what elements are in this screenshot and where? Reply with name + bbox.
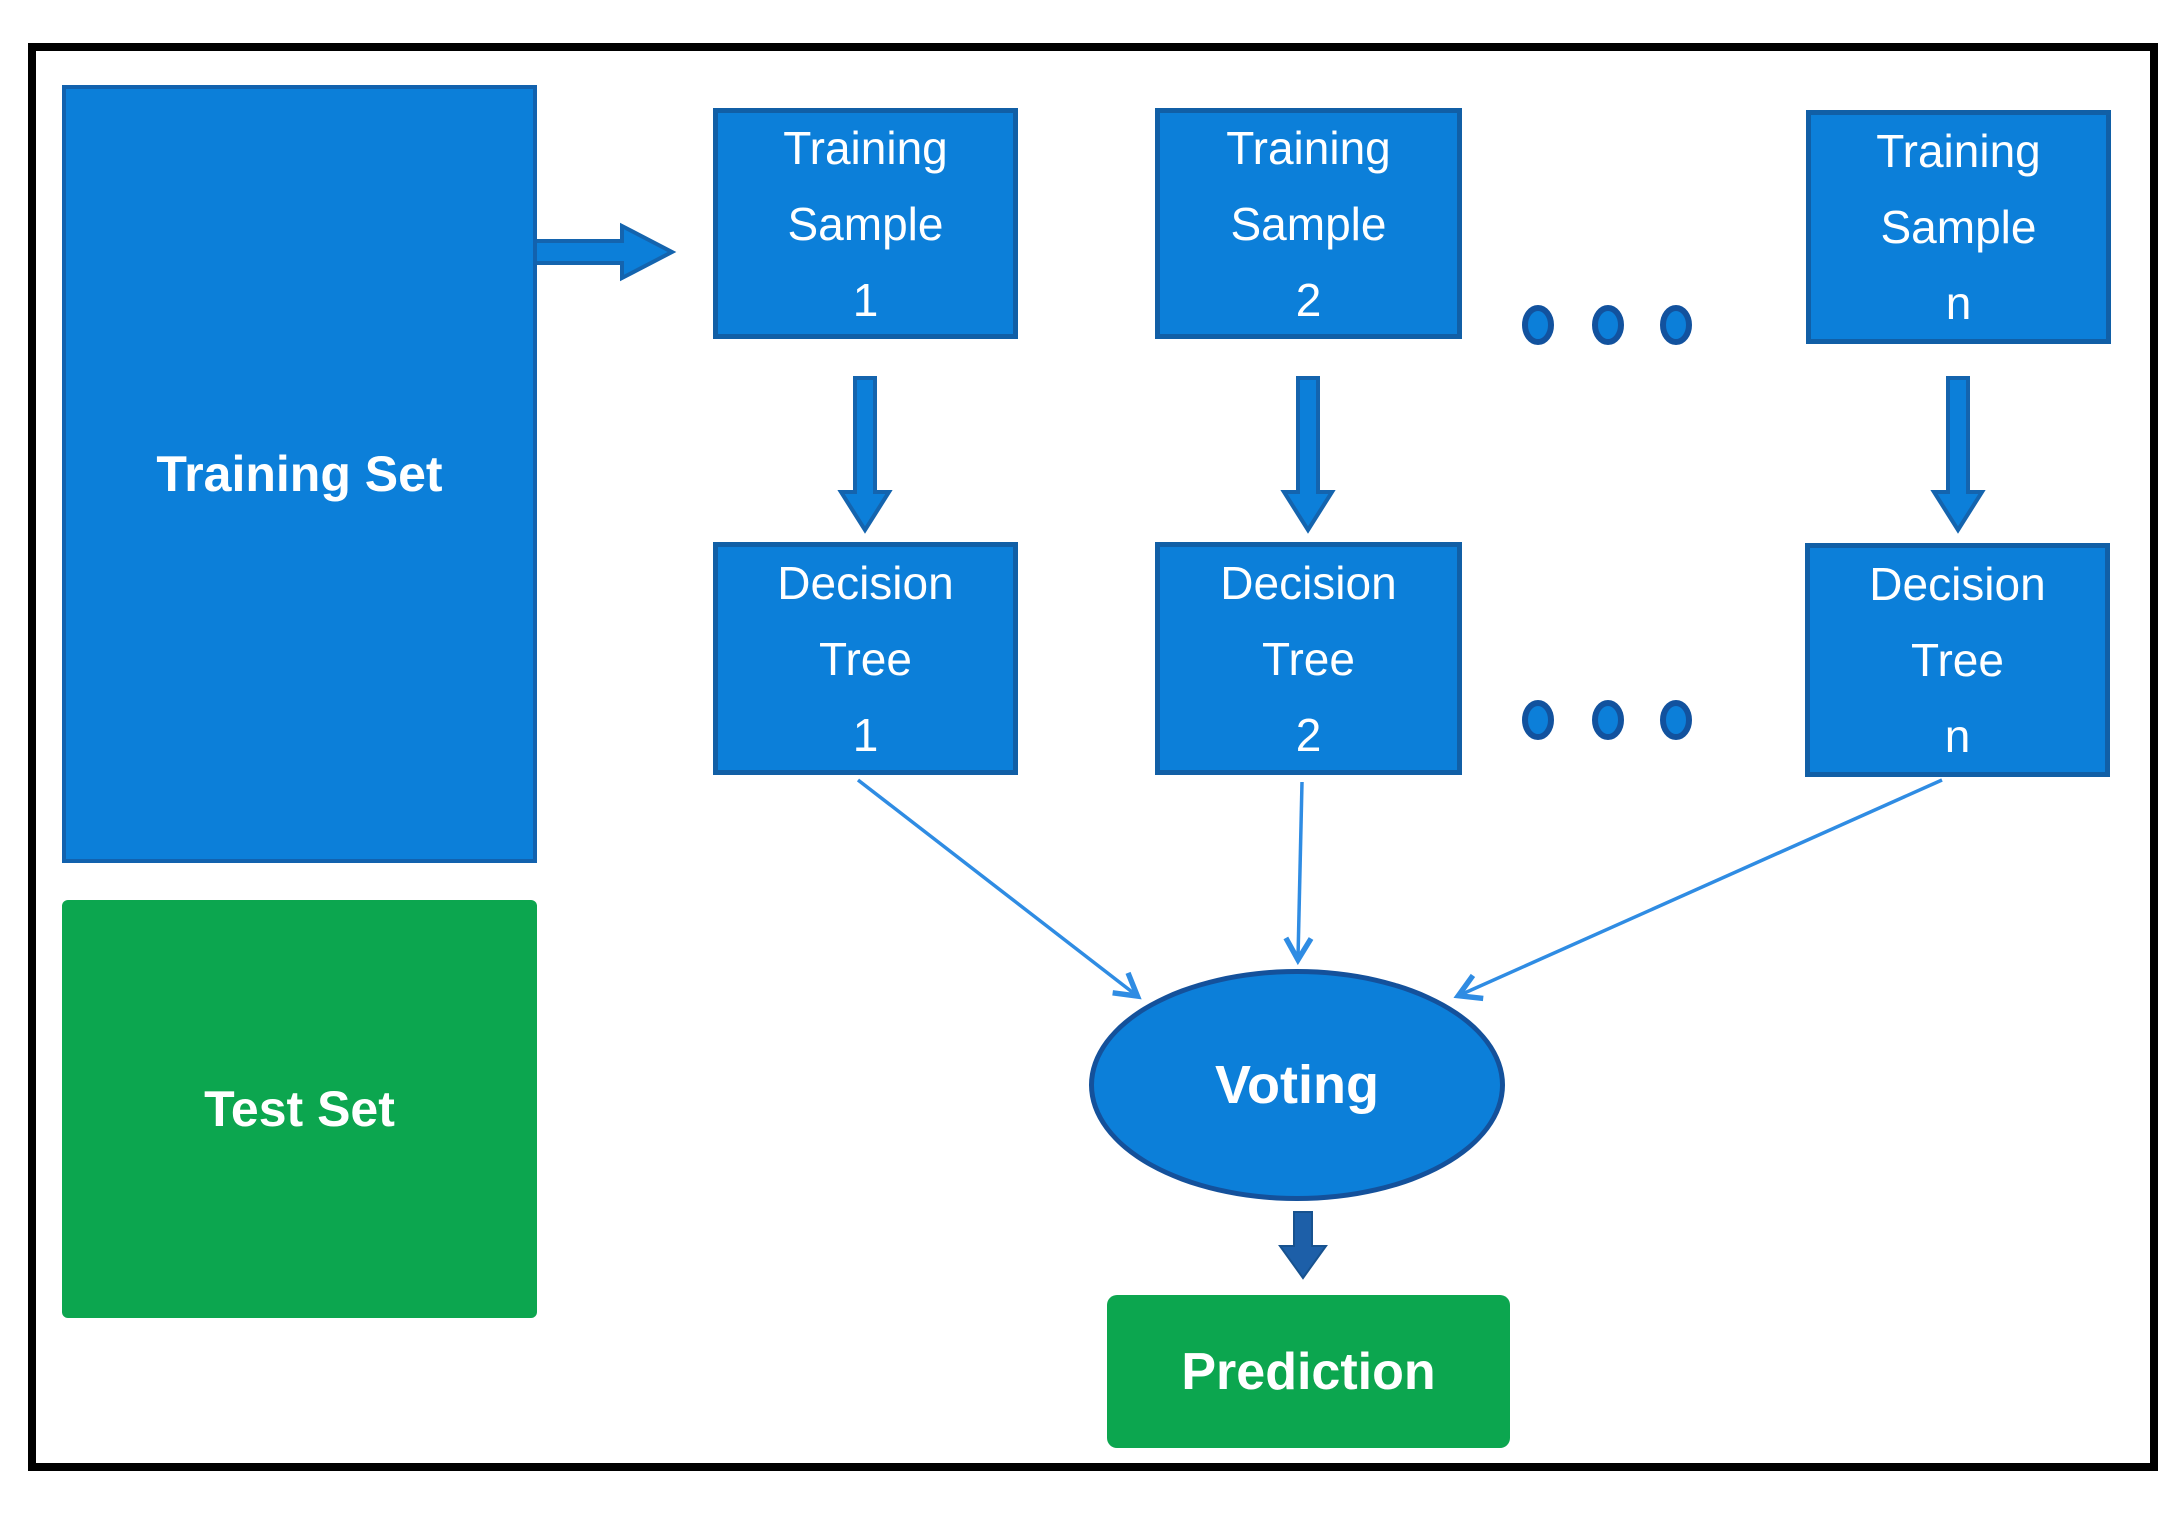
node-training-set: Training Set [62,85,537,863]
node-prediction: Prediction [1107,1295,1510,1448]
node-training-sample-2: Training Sample 2 [1155,108,1462,339]
node-decision-tree-1: Decision Tree 1 [713,542,1018,775]
node-voting: Voting [1089,969,1505,1201]
node-test-set: Test Set [62,900,537,1318]
node-training-sample-n: Training Sample n [1806,110,2111,344]
node-decision-tree-n: Decision Tree n [1805,543,2110,777]
node-decision-tree-2: Decision Tree 2 [1155,542,1462,775]
node-training-sample-1: Training Sample 1 [713,108,1018,339]
